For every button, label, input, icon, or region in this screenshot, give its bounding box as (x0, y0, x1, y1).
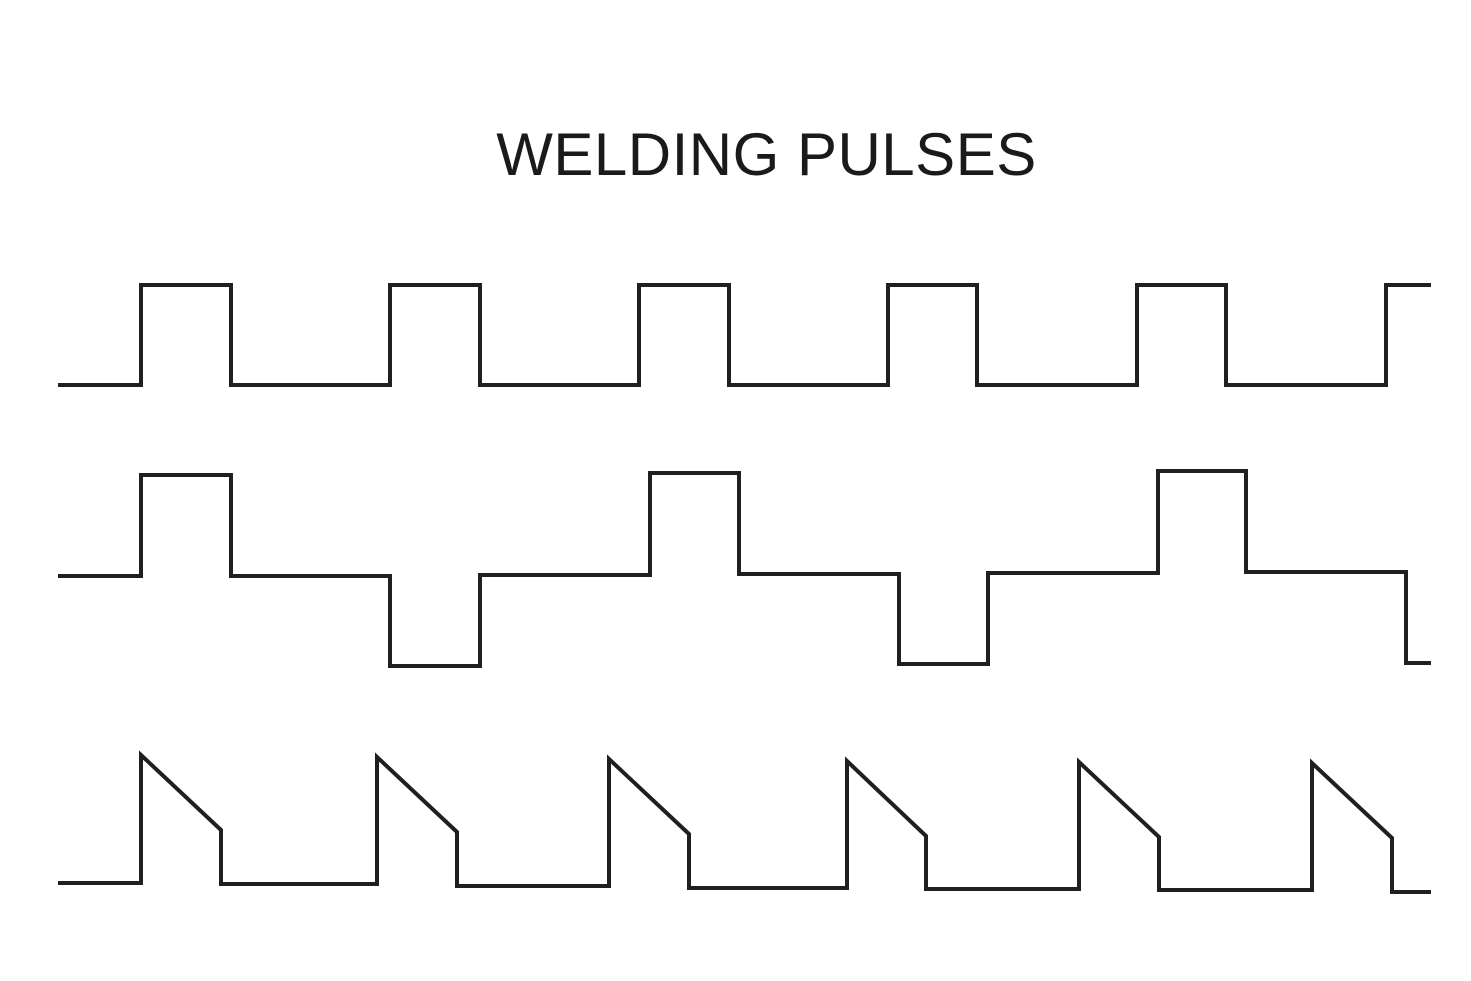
square-pulse-waveform (58, 283, 1431, 387)
diagram-title: WELDING PULSES (496, 121, 1037, 188)
bipolar-pulse-waveform (58, 469, 1431, 668)
sawtooth-pulse-waveform (58, 750, 1431, 894)
